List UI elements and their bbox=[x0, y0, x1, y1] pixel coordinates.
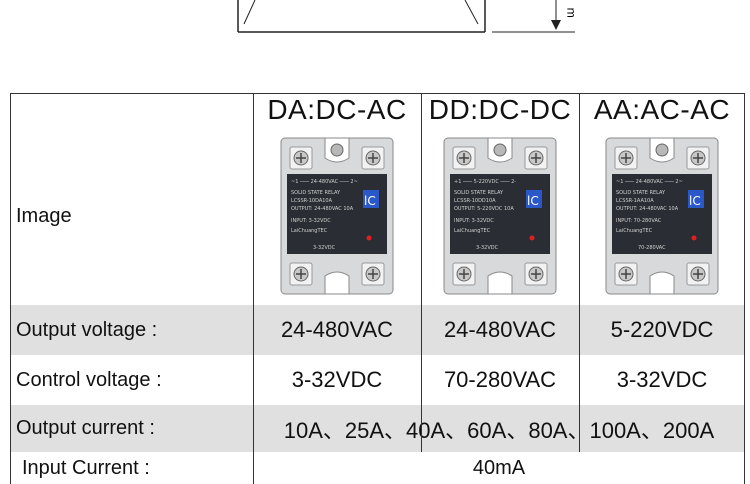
table-border-left bbox=[10, 93, 11, 484]
relay-label-line2: SOLID STATE RELAY bbox=[616, 190, 666, 196]
column-divider-2 bbox=[421, 93, 422, 452]
table-border-top bbox=[10, 93, 745, 94]
relay-label-line5: INPUT: 70-280VAC bbox=[616, 218, 662, 224]
relay-label-line7: 70-280VAC bbox=[638, 245, 666, 251]
control-voltage-da: 3-32VDC bbox=[291, 367, 383, 392]
relay-body bbox=[450, 174, 550, 254]
control-voltage-row: Control voltage : 3-32VDC 70-280VAC 3-32… bbox=[10, 355, 745, 405]
relay-aa-picture: ~1 ─── 24-480VAC ─── 2~ SOLID STATE RELAY… bbox=[605, 137, 719, 295]
relay-body bbox=[612, 174, 712, 254]
output-current-row: Output current : 10A、25A、40A、60A、80A、100… bbox=[10, 405, 745, 452]
relay-dd-picture: +1 ─── 5-220VDC ─── 2- SOLID STATE RELAY L… bbox=[443, 137, 557, 295]
relay-label-line2: SOLID STATE RELAY bbox=[291, 190, 341, 196]
relay-label-line5: INPUT: 3-32VDC bbox=[291, 218, 331, 224]
relay-logo-icon bbox=[363, 190, 379, 208]
spec-table: DA:DC-AC DD:DC-DC AA:AC-AC Image ~1 ─── … bbox=[10, 93, 745, 484]
mount-hole-top bbox=[655, 143, 669, 157]
output-voltage-dd: 24-480VAC bbox=[443, 317, 557, 342]
led-indicator-icon bbox=[366, 235, 372, 241]
header-aa: AA:AC-AC bbox=[593, 94, 731, 125]
relay-label-line1: +1 ─── 5-220VDC ─── 2- bbox=[454, 179, 516, 185]
input-current-value: 40mA bbox=[472, 456, 526, 479]
relay-image-da: ~1 ─── 24-480VAC ─── 2~ SOLID STATE RELAY… bbox=[253, 127, 421, 305]
relay-label-line4: OUTPUT: 24-480VAC 10A bbox=[291, 206, 354, 212]
mount-notch-bottom bbox=[649, 271, 675, 295]
relay-label-line1: ~1 ─── 24-480VAC ─── 2~ bbox=[616, 179, 683, 185]
image-row-label: Image bbox=[16, 204, 72, 227]
relay-logo-icon bbox=[526, 190, 542, 208]
relay-label-line6: LaiChuangTEC bbox=[291, 228, 328, 234]
relay-logo-text: lC bbox=[527, 194, 539, 208]
input-current-label: Input Current : bbox=[22, 456, 150, 479]
output-voltage-row: Output voltage : 24-480VAC 24-480VAC 5-2… bbox=[10, 305, 745, 355]
relay-label-line1: ~1 ─── 24-480VAC ─── 2~ bbox=[291, 179, 358, 185]
output-voltage-aa: 5-220VDC bbox=[610, 317, 714, 342]
relay-label-line3: LCSSR-10DD10A bbox=[454, 198, 496, 204]
relay-label-line7: 3-32VDC bbox=[313, 245, 336, 251]
relay-label-line3: LCSSR-10DA10A bbox=[291, 198, 333, 204]
output-voltage-label: Output voltage : bbox=[16, 318, 158, 341]
relay-da-picture: ~1 ─── 24-480VAC ─── 2~ SOLID STATE RELAY… bbox=[280, 137, 394, 295]
mount-hole-top bbox=[493, 143, 507, 157]
image-row: Image ~1 ─── 24-480VAC ─── 2~ SOLID STATE… bbox=[10, 127, 745, 305]
relay-image-dd: +1 ─── 5-220VDC ─── 2- SOLID STATE RELAY L… bbox=[421, 127, 579, 305]
table-border-right bbox=[744, 93, 745, 484]
relay-label-line4: OUTPUT: 24-480VAC 10A bbox=[616, 206, 679, 212]
input-current-row: Input Current : 40mA bbox=[10, 452, 745, 484]
header-row: DA:DC-AC DD:DC-DC AA:AC-AC bbox=[10, 93, 745, 127]
relay-image-aa: ~1 ─── 24-480VAC ─── 2~ SOLID STATE RELAY… bbox=[579, 127, 745, 305]
mount-notch-bottom bbox=[324, 271, 350, 295]
mount-hole-top bbox=[330, 143, 344, 157]
led-indicator-icon bbox=[529, 235, 535, 241]
control-voltage-label: Control voltage : bbox=[16, 368, 162, 391]
relay-body bbox=[287, 174, 387, 254]
relay-logo-text: lC bbox=[364, 194, 376, 208]
relay-label-line3: LCSSR-1AA10A bbox=[616, 198, 654, 204]
relay-label-line2: SOLID STATE RELAY bbox=[454, 190, 504, 196]
control-voltage-aa: 3-32VDC bbox=[616, 367, 708, 392]
relay-logo-text: lC bbox=[689, 194, 701, 208]
column-divider-1 bbox=[253, 93, 254, 484]
relay-label-line6: LaiChuangTEC bbox=[616, 228, 653, 234]
column-divider-3 bbox=[579, 93, 580, 452]
output-voltage-da: 24-480VAC bbox=[280, 317, 394, 342]
relay-label-line4: OUTPUT: 5-220VDC 10A bbox=[454, 206, 514, 212]
header-da: DA:DC-AC bbox=[267, 94, 407, 125]
led-indicator-icon bbox=[691, 235, 697, 241]
header-dd: DD:DC-DC bbox=[428, 94, 572, 125]
mount-notch-bottom bbox=[487, 271, 513, 295]
relay-label-line7: 3-32VDC bbox=[476, 245, 499, 251]
output-current-value: 10A、25A、40A、60A、80A、100A、200A bbox=[283, 417, 715, 443]
relay-label-line6: LaiChuangTEC bbox=[454, 228, 491, 234]
output-current-label: Output current : bbox=[16, 417, 155, 439]
dimension-drawing: ᴟ bbox=[237, 0, 575, 33]
dimension-label: ᴟ bbox=[567, 5, 574, 19]
control-voltage-dd: 70-280VAC bbox=[443, 367, 557, 392]
relay-logo-icon bbox=[688, 190, 704, 208]
relay-label-line5: INPUT: 3-32VDC bbox=[454, 218, 494, 224]
